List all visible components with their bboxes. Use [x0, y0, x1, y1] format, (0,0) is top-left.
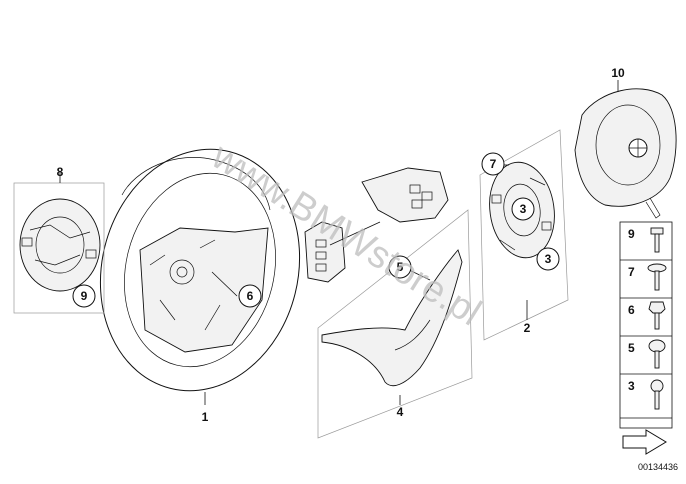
fastener-3[interactable]: 3 — [628, 379, 664, 410]
callout-circle-5: 5 — [388, 255, 412, 279]
callout-8: 8 — [57, 165, 64, 179]
svg-text:5: 5 — [397, 260, 404, 274]
fastener-7[interactable]: 7 — [628, 263, 667, 291]
fastener-6[interactable]: 6 — [628, 301, 666, 330]
svg-text:3: 3 — [520, 202, 527, 216]
steering-wheel[interactable] — [75, 128, 324, 412]
fastener-panel — [619, 221, 673, 429]
svg-text:9: 9 — [628, 227, 635, 241]
callout-circle-9: 9 — [72, 284, 96, 308]
callout-circle-3a: 3 — [511, 197, 535, 221]
callout-circle-7: 7 — [481, 152, 505, 176]
arrow-icon — [622, 429, 667, 455]
callout-1: 1 — [202, 410, 209, 424]
callout-2: 2 — [524, 321, 531, 335]
switch-module[interactable] — [361, 167, 449, 223]
bracket-8-frame — [13, 182, 105, 314]
multifunction-buttons[interactable] — [304, 221, 346, 283]
diagram-code: 00134436 — [638, 462, 678, 472]
svg-text:3: 3 — [545, 252, 552, 266]
svg-text:5: 5 — [628, 341, 635, 355]
callout-circle-3b: 3 — [536, 247, 560, 271]
svg-text:6: 6 — [628, 303, 635, 317]
svg-text:6: 6 — [247, 289, 254, 303]
trim-cover[interactable] — [321, 249, 463, 387]
wiring-bracket[interactable] — [19, 198, 101, 292]
callout-4: 4 — [397, 405, 404, 419]
airbag-module[interactable] — [574, 88, 677, 219]
trim-frame — [317, 209, 473, 439]
svg-text:7: 7 — [490, 157, 497, 171]
svg-text:7: 7 — [628, 265, 635, 279]
bracket-2-frame — [479, 129, 569, 341]
callout-10: 10 — [611, 66, 625, 80]
fastener-9[interactable]: 9 — [628, 227, 664, 253]
svg-text:3: 3 — [628, 379, 635, 393]
callout-circle-6: 6 — [238, 284, 262, 308]
fastener-5[interactable]: 5 — [628, 339, 666, 369]
svg-text:9: 9 — [81, 289, 88, 303]
